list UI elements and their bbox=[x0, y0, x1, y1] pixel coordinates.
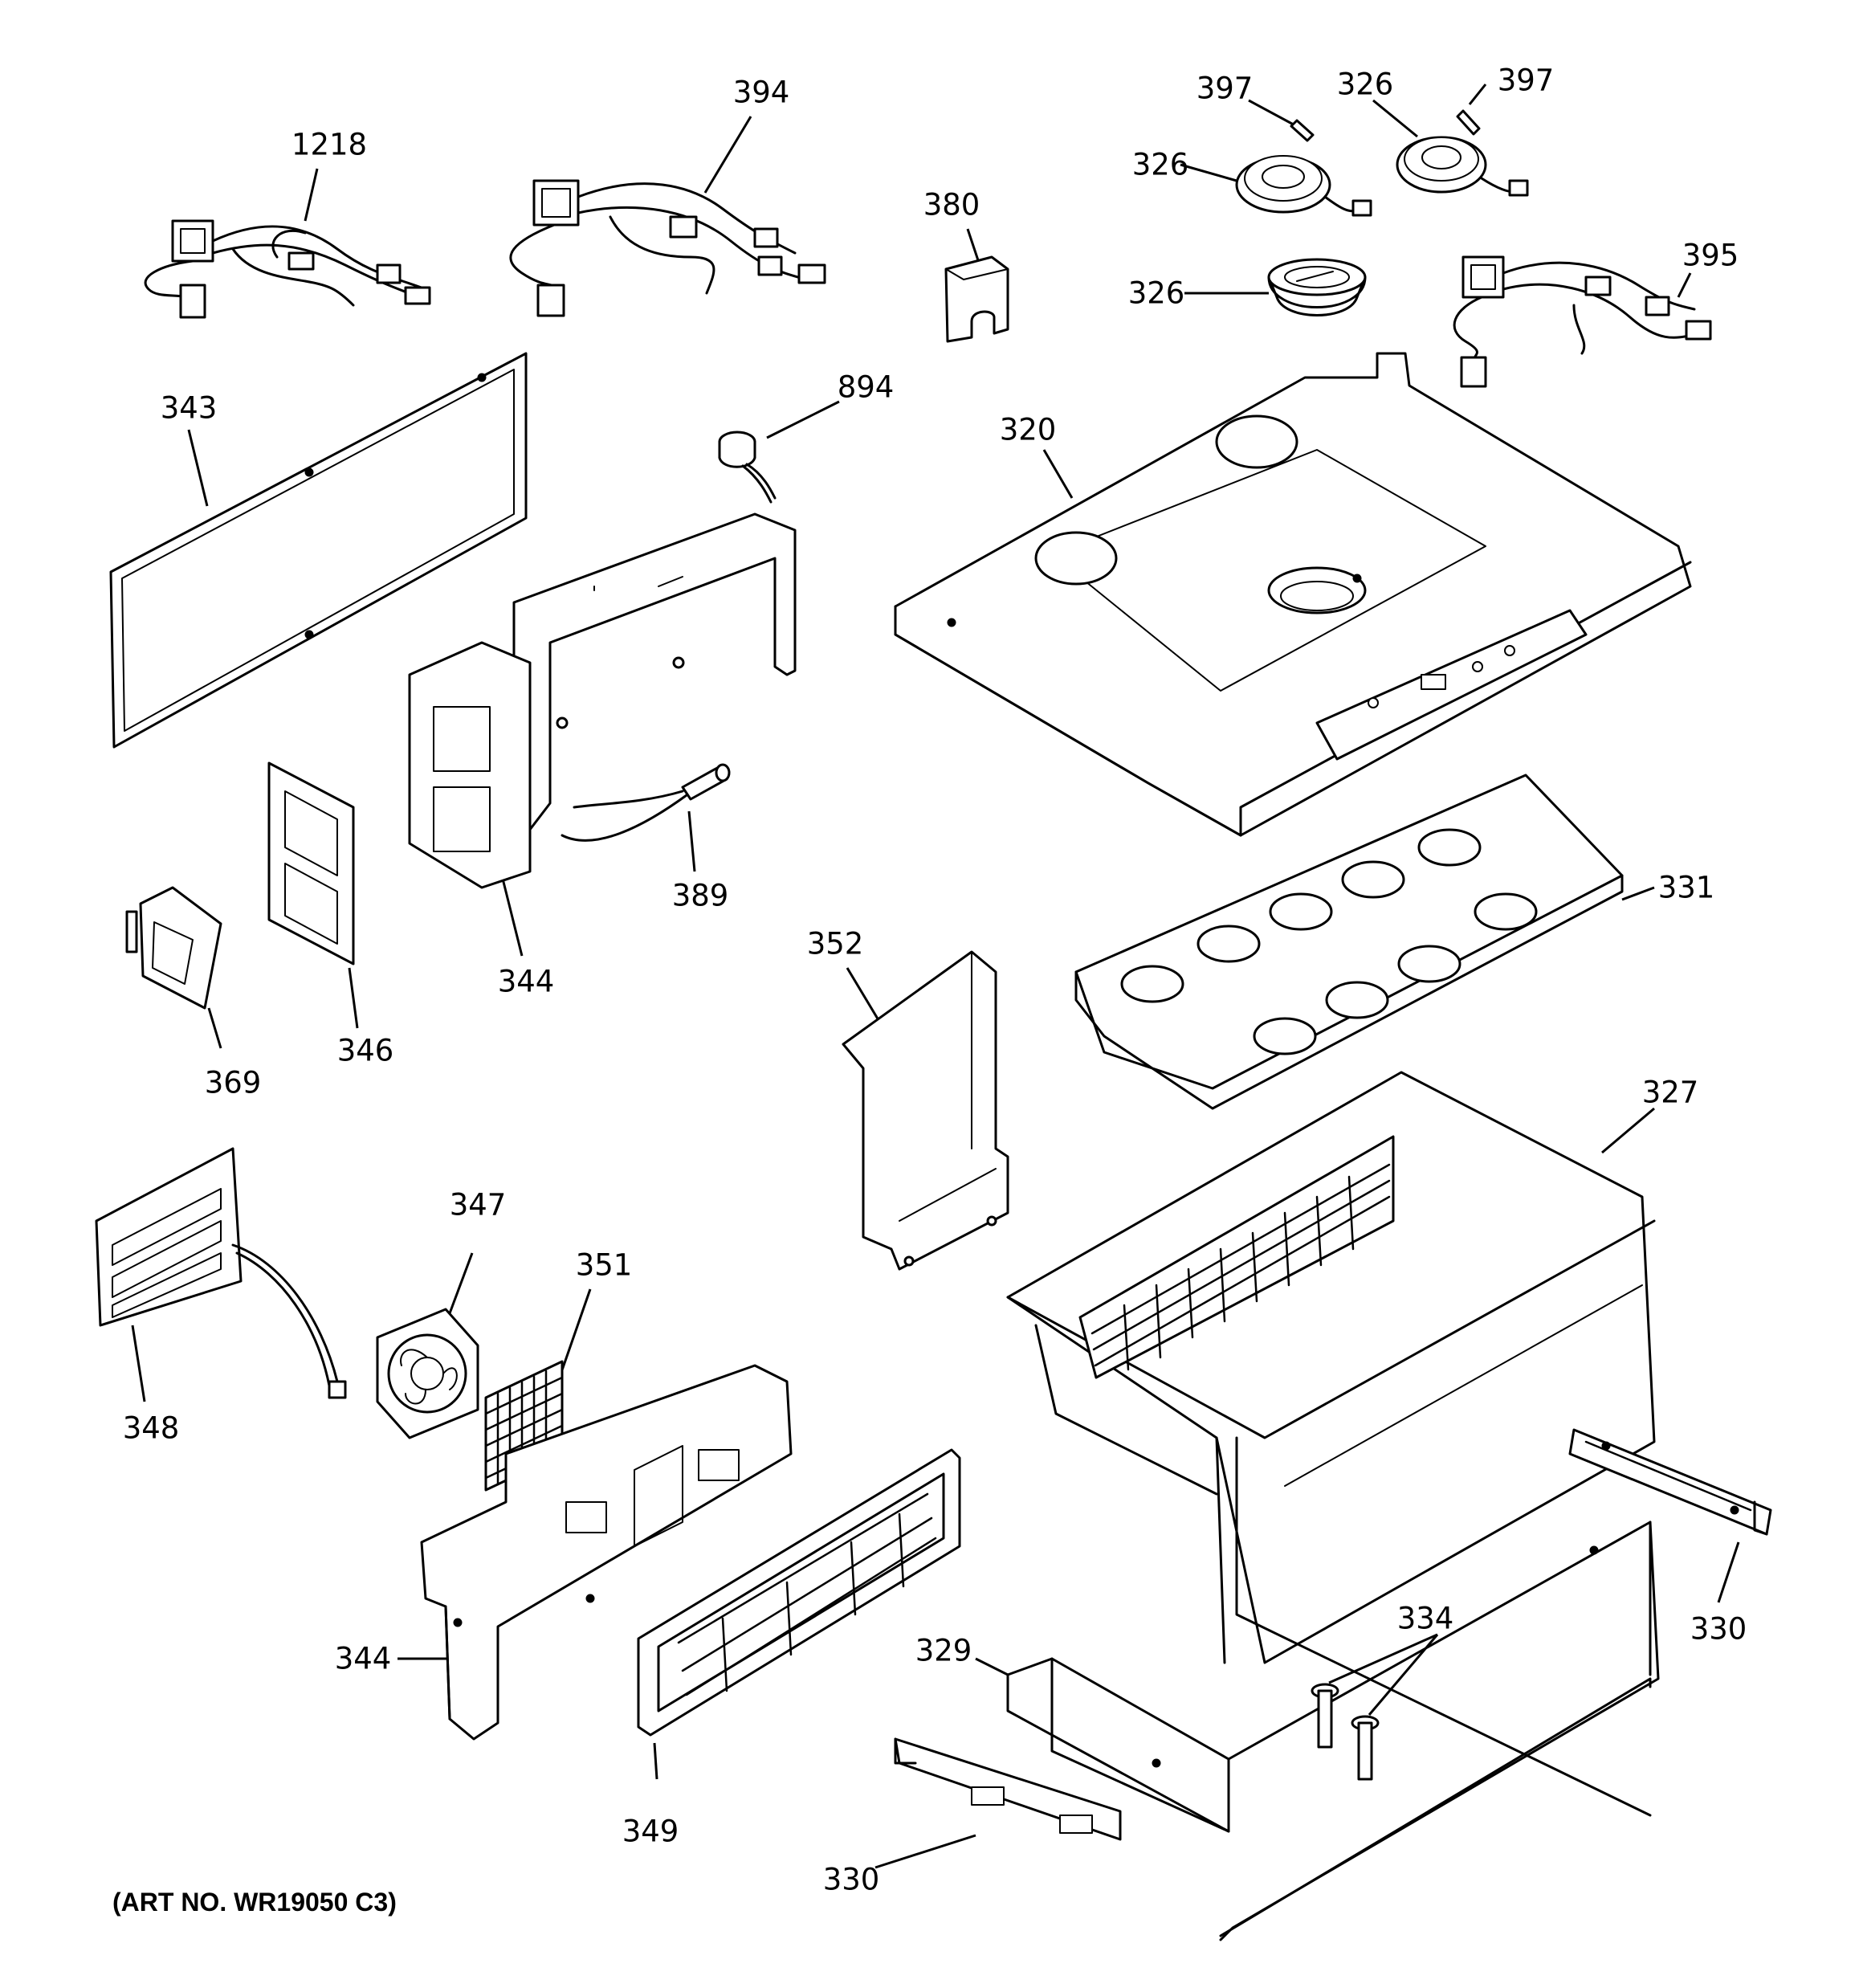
tray-331 bbox=[1074, 774, 1624, 1110]
callout-331: 331 bbox=[1657, 870, 1715, 905]
callout-327: 327 bbox=[1641, 1075, 1699, 1110]
damper-369 bbox=[125, 886, 222, 1010]
callout-346: 346 bbox=[336, 1033, 394, 1068]
callout-326-cover: 326 bbox=[1127, 276, 1185, 311]
air-duct-344-upper bbox=[408, 512, 797, 889]
callout-347: 347 bbox=[449, 1187, 507, 1223]
air-duct-344-lower bbox=[420, 1364, 793, 1741]
callout-397-left: 397 bbox=[1196, 71, 1254, 106]
callout-320: 320 bbox=[999, 412, 1057, 447]
drawer-cover-320 bbox=[894, 352, 1692, 837]
callout-349: 349 bbox=[622, 1814, 679, 1849]
sensor-389 bbox=[561, 763, 731, 842]
callout-326-top-left: 326 bbox=[1131, 147, 1189, 182]
slide-rail-330-bottom bbox=[894, 1737, 1122, 1841]
callout-330-right: 330 bbox=[1690, 1611, 1747, 1647]
callout-394: 394 bbox=[732, 75, 790, 110]
wire-harness-1218 bbox=[144, 219, 431, 319]
art-number-caption: (ART NO. WR19050 C3) bbox=[112, 1888, 397, 1917]
pin-334-left bbox=[1311, 1683, 1339, 1749]
callout-334: 334 bbox=[1396, 1601, 1454, 1636]
callout-326-top-right: 326 bbox=[1336, 67, 1394, 102]
callout-343: 343 bbox=[160, 390, 218, 426]
gasket-346 bbox=[267, 761, 355, 965]
callout-397-right: 397 bbox=[1497, 63, 1555, 98]
thermistor-894 bbox=[718, 431, 777, 504]
light-housing-326-left bbox=[1235, 155, 1372, 217]
callout-344-lower: 344 bbox=[334, 1641, 392, 1676]
grille-349 bbox=[637, 1448, 961, 1737]
callout-344-upper: 344 bbox=[497, 964, 555, 999]
bulb-397-right bbox=[1456, 109, 1481, 136]
cover-plate-352 bbox=[842, 950, 1009, 1271]
pin-334-right bbox=[1351, 1715, 1380, 1781]
callout-1218: 1218 bbox=[291, 127, 368, 162]
drawer-pan-327 bbox=[1006, 1071, 1656, 1664]
callout-352: 352 bbox=[806, 926, 864, 961]
panel-343 bbox=[109, 352, 528, 749]
callout-395: 395 bbox=[1682, 238, 1739, 273]
callout-380: 380 bbox=[923, 187, 980, 222]
callout-389: 389 bbox=[671, 878, 729, 913]
fan-347 bbox=[376, 1308, 479, 1439]
light-cover-326 bbox=[1267, 258, 1367, 316]
slide-rail-330-right bbox=[1568, 1428, 1772, 1536]
bulb-397-left bbox=[1290, 119, 1315, 142]
callout-348: 348 bbox=[122, 1410, 180, 1446]
callout-351: 351 bbox=[575, 1247, 633, 1283]
callout-369: 369 bbox=[204, 1065, 262, 1100]
wire-harness-394 bbox=[509, 179, 826, 317]
light-housing-326-right bbox=[1396, 136, 1529, 197]
callout-330-bottom: 330 bbox=[822, 1862, 880, 1897]
heater-348 bbox=[95, 1147, 347, 1399]
frame-329 bbox=[1006, 1436, 1660, 1941]
cap-380 bbox=[944, 255, 1009, 343]
leader-lines bbox=[131, 84, 1740, 1869]
callout-329: 329 bbox=[915, 1633, 972, 1668]
callout-894: 894 bbox=[837, 369, 895, 405]
wire-harness-395 bbox=[1453, 255, 1712, 388]
